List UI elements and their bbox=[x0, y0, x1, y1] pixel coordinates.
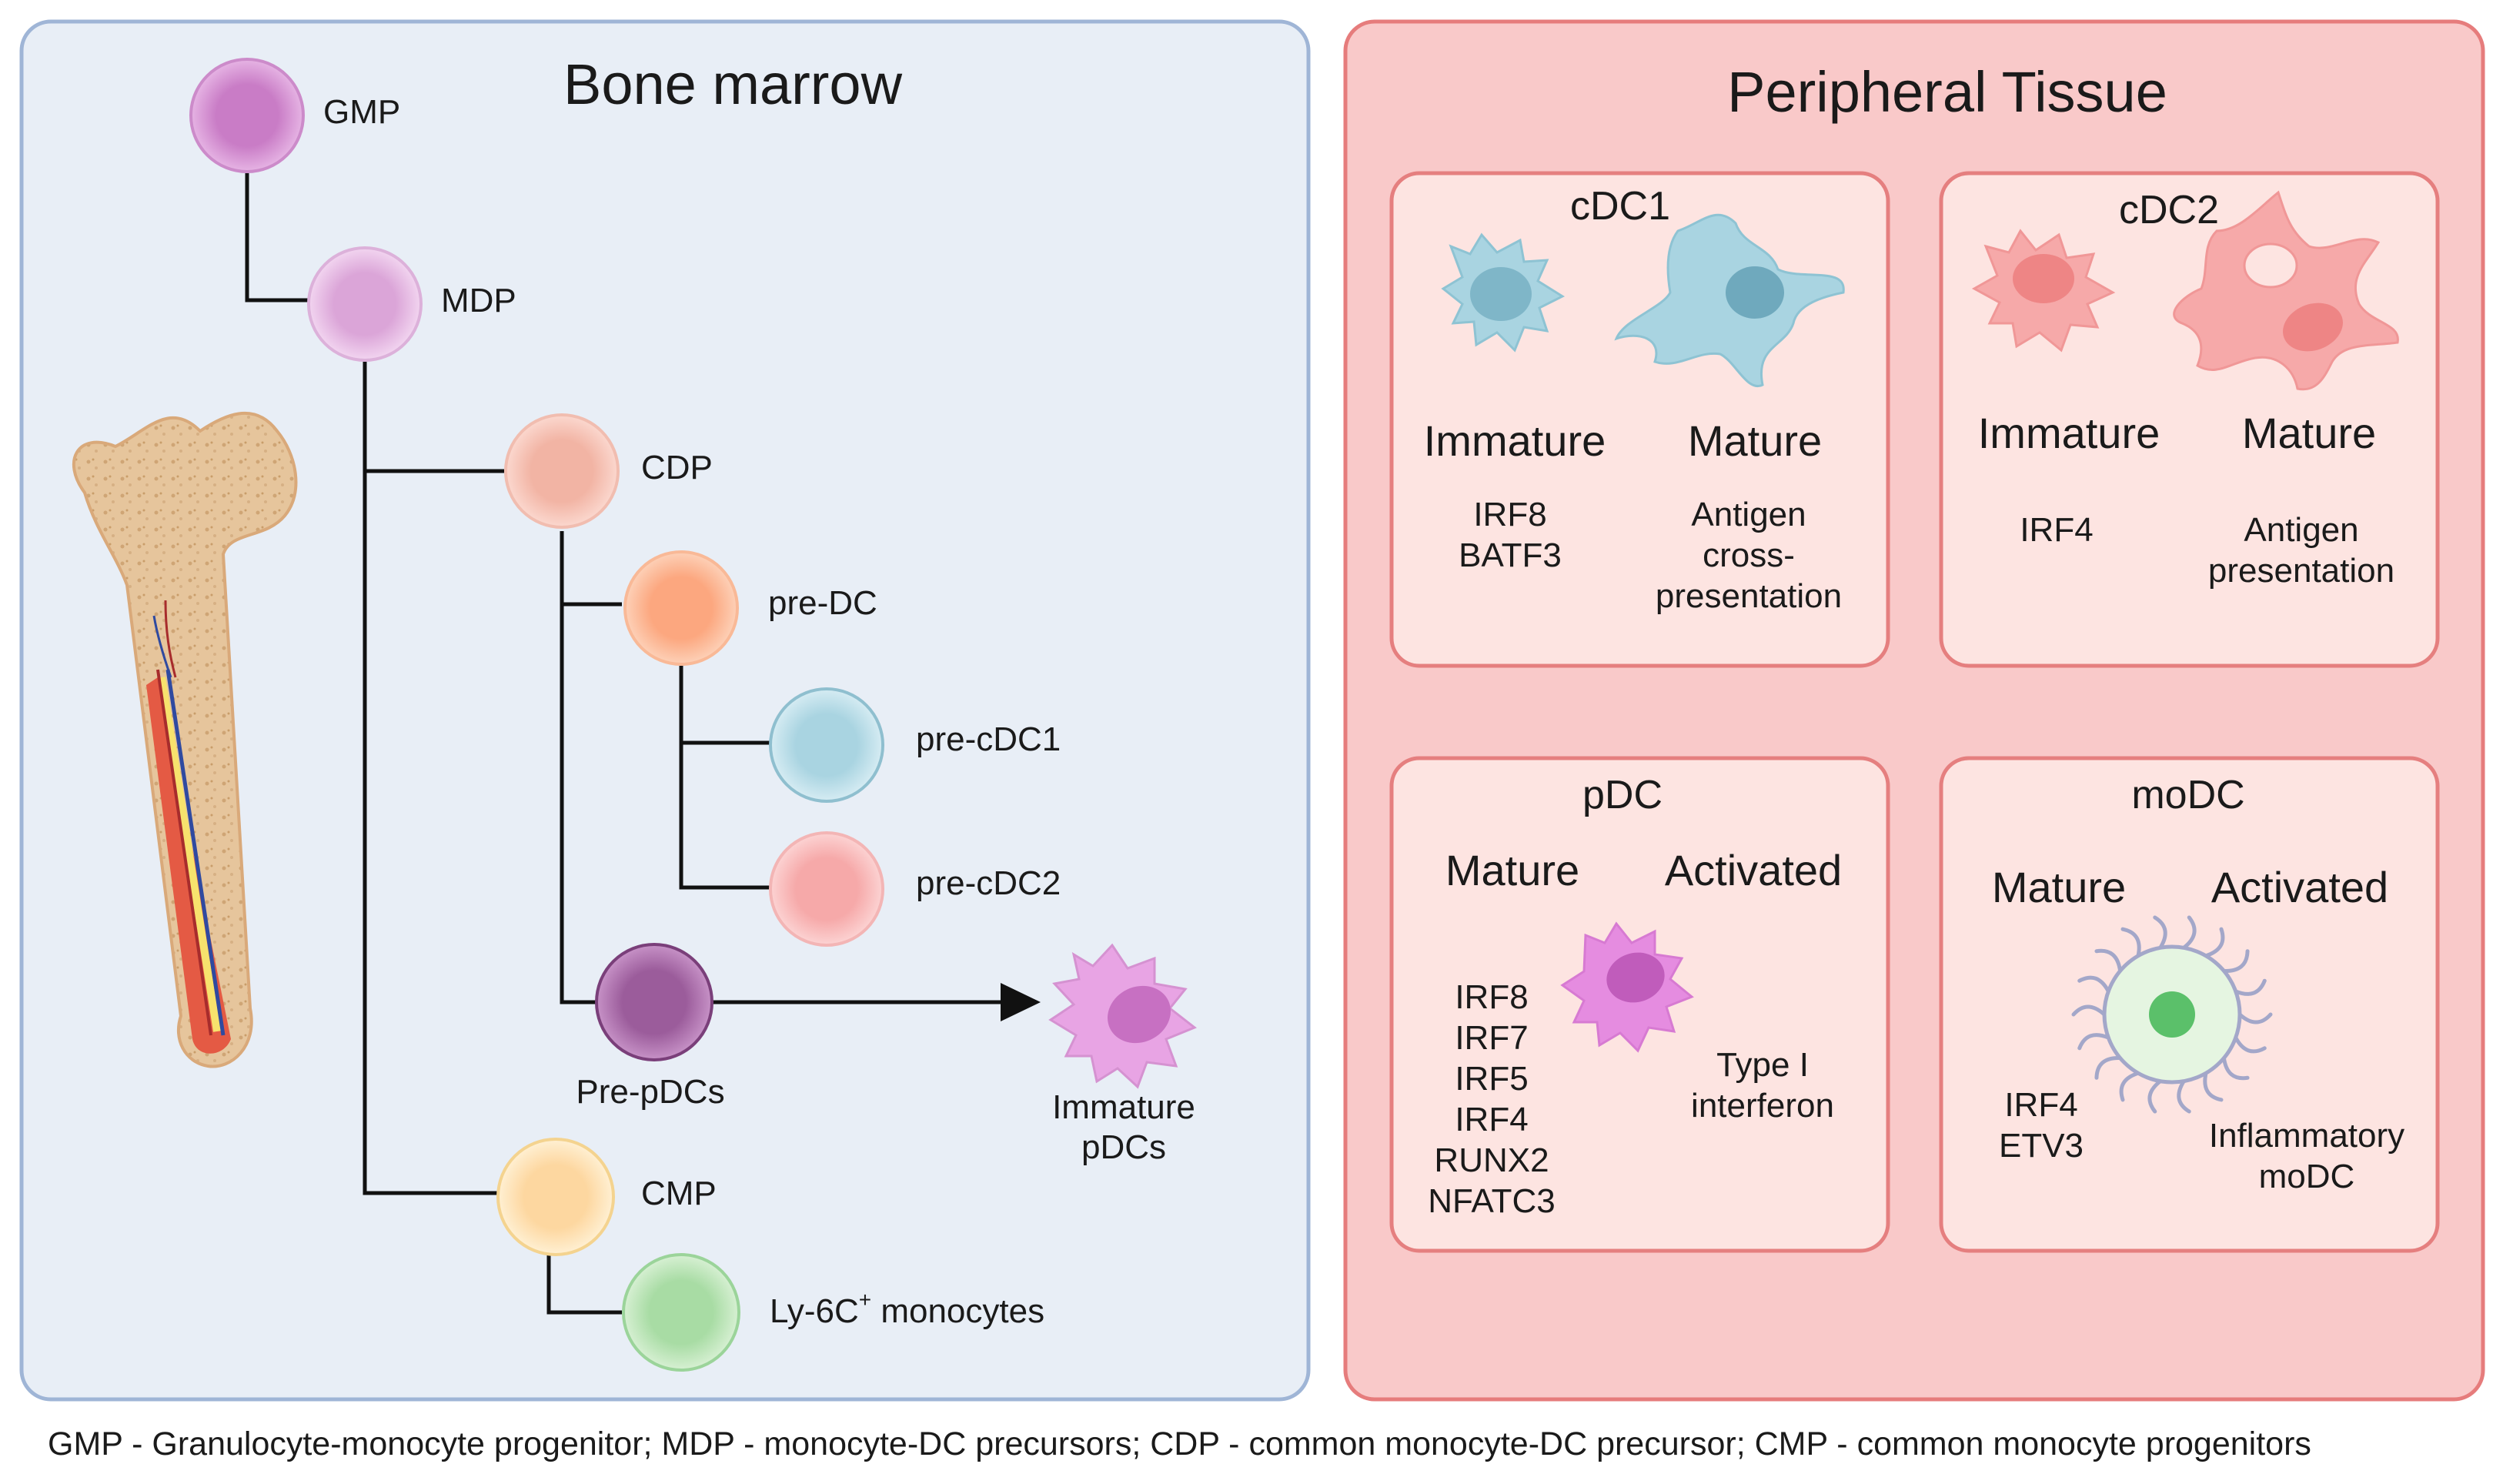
modc-dendrite bbox=[2181, 915, 2197, 950]
modc-left-state: Mature bbox=[1992, 863, 2126, 911]
ly6c-prefix: Ly-6C bbox=[770, 1292, 859, 1330]
modc-dendrite bbox=[2077, 1033, 2110, 1051]
pdc-right-state: Activated bbox=[1665, 846, 1842, 894]
cdc1-left-state: Immature bbox=[1424, 416, 1606, 465]
modc-dendrite bbox=[2234, 978, 2267, 996]
cdc2-left-marker: IRF4 bbox=[2020, 511, 2093, 549]
pdc-left-marker: IRF5 bbox=[1455, 1060, 1528, 1098]
modc-dendrite bbox=[2094, 1056, 2123, 1080]
pdc-mature-cell bbox=[1560, 921, 1694, 1053]
modc-dendrite bbox=[2147, 1079, 2163, 1114]
modc-dendrite bbox=[2071, 1004, 2107, 1017]
pdc-left-marker: NFATC3 bbox=[1428, 1182, 1555, 1220]
cdc1-right-state: Mature bbox=[1688, 416, 1822, 465]
cdc2-mature-cell bbox=[2173, 190, 2399, 391]
cdc1-immature-cell bbox=[1441, 232, 1566, 353]
modc-dendrite bbox=[2177, 1079, 2191, 1114]
cmp-label: CMP bbox=[641, 1175, 717, 1212]
pre-cdc1-cell bbox=[769, 687, 884, 803]
pre-dc-label: pre-DC bbox=[768, 584, 877, 622]
modc-left-marker: IRF4 bbox=[2004, 1086, 2077, 1124]
peripheral-tissue-title: Peripheral Tissue bbox=[1727, 60, 2167, 124]
gmp-label: GMP bbox=[323, 93, 400, 131]
cdc1-mature-cell bbox=[1614, 213, 1845, 388]
modc-right-marker: Inflammatory bbox=[2209, 1117, 2404, 1155]
cdc2-left-markers: IRF4 bbox=[2020, 511, 2093, 549]
modc-dendrite bbox=[2221, 949, 2250, 973]
pdc-left-marker: IRF4 bbox=[1455, 1101, 1528, 1138]
ly6c-monocytes-label: Ly-6C+ monocytes bbox=[770, 1288, 1044, 1330]
lineage-connectors bbox=[245, 173, 1041, 1315]
ly6c-suffix: monocytes bbox=[871, 1292, 1044, 1330]
modc-dendrite bbox=[2237, 1012, 2273, 1024]
modc-dendrite bbox=[2120, 927, 2141, 958]
gmp-cell bbox=[189, 58, 305, 173]
cdc1-left-marker: IRF8 bbox=[1473, 496, 1546, 533]
pdc-right-marker: Type I bbox=[1716, 1046, 1809, 1084]
cdc2-immature-cell bbox=[1971, 229, 2116, 353]
pre-pdcs-label: Pre-pDCs bbox=[576, 1073, 724, 1111]
pdc-title: pDC bbox=[1582, 773, 1663, 817]
pre-cdc2-label: pre-cDC2 bbox=[916, 864, 1061, 902]
modc-dendrite bbox=[2204, 927, 2225, 958]
pdc-left-marker: RUNX2 bbox=[1434, 1141, 1549, 1179]
modc-dendrite bbox=[2094, 948, 2123, 973]
pre-pdcs-cell bbox=[595, 943, 713, 1061]
pre-cdc2-cell bbox=[769, 831, 884, 947]
modc-right-marker: moDC bbox=[2259, 1158, 2355, 1195]
cdc1-title: cDC1 bbox=[1570, 184, 1670, 229]
modc-title: moDC bbox=[2131, 773, 2244, 817]
modc-dendrite bbox=[2153, 915, 2167, 950]
bone-marrow-title: Bone marrow bbox=[563, 52, 903, 116]
cdc2-title: cDC2 bbox=[2119, 188, 2219, 232]
cdp-cell bbox=[504, 413, 620, 529]
immature-pdc-cell bbox=[1048, 943, 1197, 1089]
immature-pdcs-label-line1: Immature bbox=[1052, 1088, 1195, 1126]
femur-bone-illustration bbox=[72, 411, 298, 1068]
abbreviation-footnote: GMP - Granulocyte-monocyte progenitor; M… bbox=[48, 1426, 2311, 1462]
modc-dendrite bbox=[2203, 1071, 2224, 1102]
cdc1-left-marker: BATF3 bbox=[1459, 536, 1562, 574]
pdc-left-state: Mature bbox=[1445, 846, 1579, 894]
modc-activated-cell bbox=[2071, 915, 2273, 1114]
pre-dc-cell bbox=[623, 550, 739, 666]
modc-left-marker: ETV3 bbox=[1999, 1127, 2084, 1165]
modc-dendrite bbox=[2077, 975, 2110, 994]
cdc2-right-state: Mature bbox=[2242, 409, 2376, 457]
modc-dendrite bbox=[2221, 1056, 2250, 1081]
cmp-cell bbox=[496, 1138, 615, 1256]
cdc2-right-marker: Antigen bbox=[2244, 511, 2358, 549]
cdp-label: CDP bbox=[641, 449, 713, 486]
modc-right-state: Activated bbox=[2211, 863, 2388, 911]
cdc1-right-marker: cross- bbox=[1703, 536, 1795, 574]
mdp-label: MDP bbox=[441, 282, 516, 319]
pdc-left-marker: IRF7 bbox=[1455, 1019, 1528, 1057]
modc-dendrite bbox=[2119, 1071, 2140, 1102]
modc-dendrite bbox=[2234, 1035, 2267, 1054]
cdc2-right-marker: presentation bbox=[2208, 552, 2394, 590]
pdc-right-marker: interferon bbox=[1691, 1087, 1834, 1125]
ly6c-monocyte-cell bbox=[622, 1253, 740, 1372]
cdc2-left-state: Immature bbox=[1978, 409, 2160, 457]
immature-pdcs-label-line2: pDCs bbox=[1081, 1128, 1166, 1166]
pdc-left-marker: IRF8 bbox=[1455, 978, 1528, 1016]
pre-cdc1-label: pre-cDC1 bbox=[916, 720, 1061, 758]
cdc1-right-marker: Antigen bbox=[1691, 496, 1806, 533]
mdp-cell bbox=[307, 246, 423, 362]
cdc1-right-marker: presentation bbox=[1656, 577, 1842, 615]
ly6c-superscript: + bbox=[859, 1288, 871, 1312]
bone-marrow-panel bbox=[19, 19, 1311, 1402]
